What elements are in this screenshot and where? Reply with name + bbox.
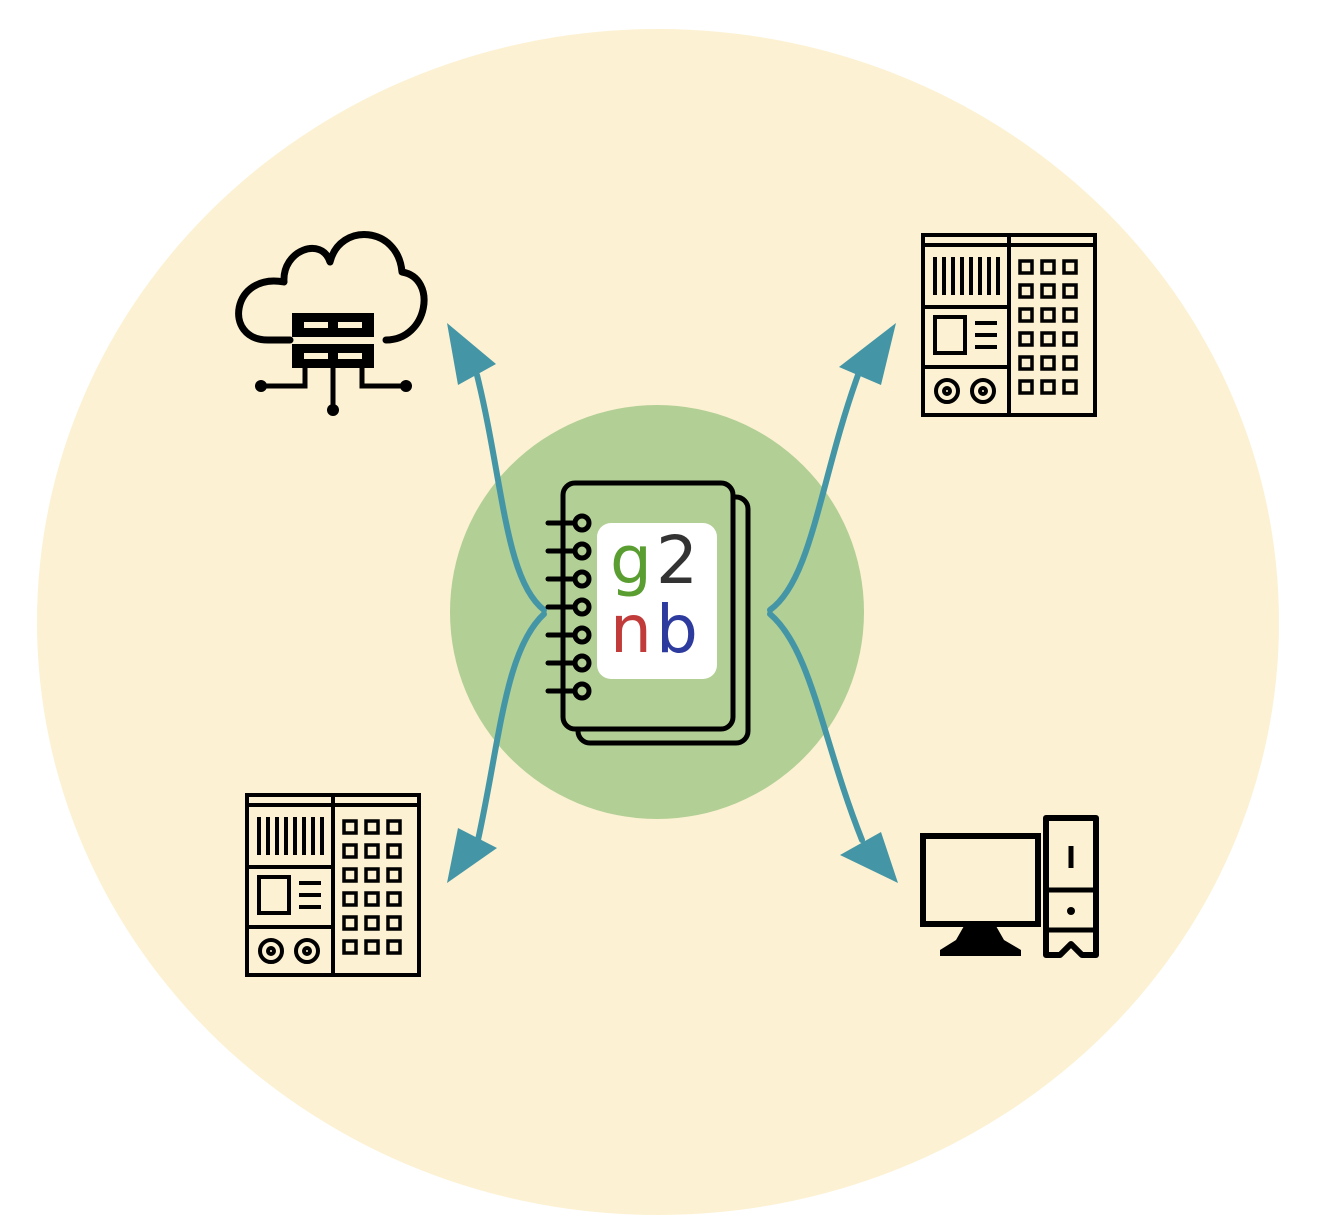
- logo-b: b: [656, 591, 698, 668]
- arrow-bottom-right: [767, 611, 865, 843]
- arrow-top-left: [474, 372, 547, 613]
- arrow-bottom-left: [475, 611, 547, 843]
- arrowhead-bottom-right: [840, 832, 898, 883]
- arrows: [474, 372, 865, 843]
- arrow-top-right: [767, 372, 861, 613]
- notebook-icon: g 2 n b: [545, 480, 751, 746]
- arrowhead-top-right: [839, 323, 896, 385]
- g2nb-logo-tile: [597, 523, 717, 679]
- logo-g: g: [610, 522, 652, 599]
- arrowhead-bottom-left: [447, 828, 497, 883]
- desktop-computer-icon: [920, 815, 1099, 958]
- arrowhead-top-left: [447, 323, 496, 385]
- logo-n: n: [610, 591, 652, 668]
- logo-2: 2: [656, 522, 698, 599]
- cloud-server-icon: [235, 231, 428, 416]
